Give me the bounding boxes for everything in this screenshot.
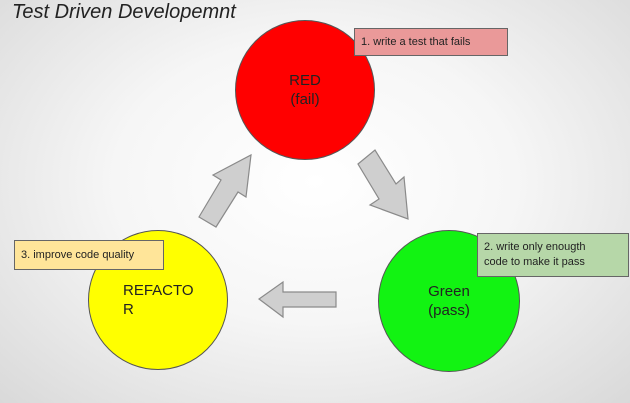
refactor-node-title: REFACTO xyxy=(123,282,194,299)
step1-note: 1. write a test that fails xyxy=(354,28,508,56)
red-node-subtitle: (fail) xyxy=(290,91,320,108)
red-node-title: RED xyxy=(289,72,321,89)
red-fail-node: RED (fail) xyxy=(235,20,375,160)
arrow-yellow-to-red xyxy=(198,153,252,228)
arrow-red-to-green xyxy=(357,149,409,220)
arrow-green-to-yellow xyxy=(257,280,337,319)
step2-note-line1: 2. write only enougth xyxy=(484,241,586,253)
green-node-subtitle: (pass) xyxy=(428,302,470,319)
refactor-node-title-wrap: R xyxy=(123,301,134,318)
green-node-title: Green xyxy=(428,283,470,300)
step2-note: 2. write only enougth code to make it pa… xyxy=(477,233,629,277)
diagram-title: Test Driven Developemnt xyxy=(12,1,236,23)
step2-note-line2: code to make it pass xyxy=(484,256,585,268)
step3-note: 3. improve code quality xyxy=(14,240,164,270)
step3-note-text: 3. improve code quality xyxy=(21,249,135,261)
step1-note-text: 1. write a test that fails xyxy=(361,36,471,48)
